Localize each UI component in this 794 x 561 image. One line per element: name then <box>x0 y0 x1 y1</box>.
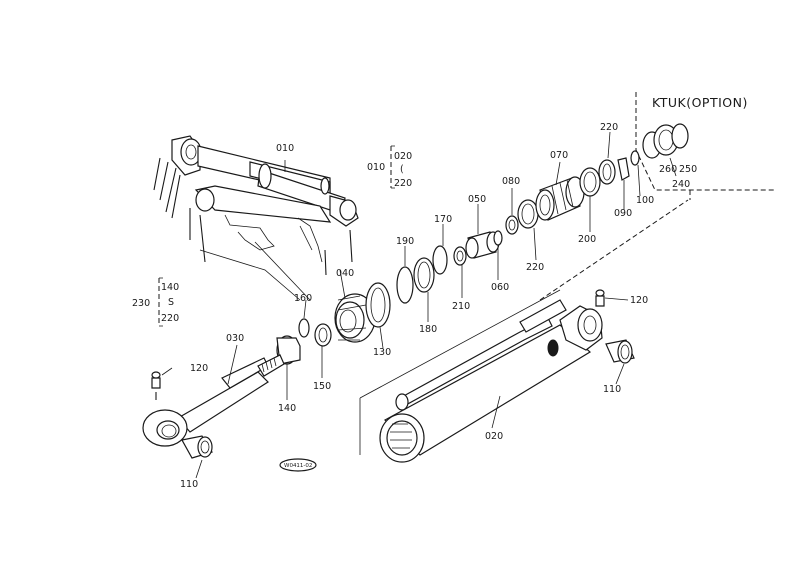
option-boundary <box>635 92 775 200</box>
group-230-bracket: 230 140 S 220 <box>132 277 179 327</box>
group-010-from: 020 <box>394 151 412 162</box>
label-040: 040 <box>336 268 354 279</box>
label-220-mid: 220 <box>526 262 544 273</box>
label-130: 130 <box>373 347 391 358</box>
label-140: 140 <box>278 403 296 414</box>
group-010-range: ( <box>400 164 404 175</box>
group-230-from: 140 <box>161 282 179 293</box>
label-260: 260 <box>659 164 677 175</box>
label-090: 090 <box>614 208 632 219</box>
label-100: 100 <box>636 195 654 206</box>
group-010-to: 220 <box>394 178 412 189</box>
piston-rod <box>142 354 285 459</box>
label-060: 060 <box>491 282 509 293</box>
exploded-seal-row <box>276 123 689 365</box>
group-230-range: S <box>168 297 174 308</box>
label-250: 250 <box>679 164 697 175</box>
label-110-left: 110 <box>180 479 198 490</box>
label-150: 150 <box>313 381 331 392</box>
part-labels: 010 020 030 040 050 060 070 080 090 100 … <box>180 122 697 490</box>
label-070: 070 <box>550 150 568 161</box>
label-200: 200 <box>578 234 596 245</box>
group-010-main: 010 <box>367 162 385 173</box>
assembled-cylinder <box>153 135 359 301</box>
label-010: 010 <box>276 143 294 154</box>
option-title: KTUK(OPTION) <box>652 95 748 110</box>
label-160: 160 <box>294 293 312 304</box>
label-050: 050 <box>468 194 486 205</box>
drawing-stamp: W0411-02 <box>279 458 317 472</box>
label-120-right: 120 <box>630 295 648 306</box>
label-180: 180 <box>419 324 437 335</box>
label-170: 170 <box>434 214 452 225</box>
cylinder-tube <box>359 199 689 463</box>
label-080: 080 <box>502 176 520 187</box>
label-220-right: 220 <box>600 122 618 133</box>
label-120-left: 120 <box>190 363 208 374</box>
leader-lines <box>161 131 677 479</box>
label-210: 210 <box>452 301 470 312</box>
label-020: 020 <box>485 431 503 442</box>
label-110-right: 110 <box>603 384 621 395</box>
label-030: 030 <box>226 333 244 344</box>
group-010-bracket: 010 020 ( 220 <box>367 145 412 189</box>
group-230-to: 220 <box>161 313 179 324</box>
label-190: 190 <box>396 236 414 247</box>
group-230-main: 230 <box>132 298 150 309</box>
label-240: 240 <box>672 179 690 190</box>
stamp-text: W0411-02 <box>284 463 312 469</box>
